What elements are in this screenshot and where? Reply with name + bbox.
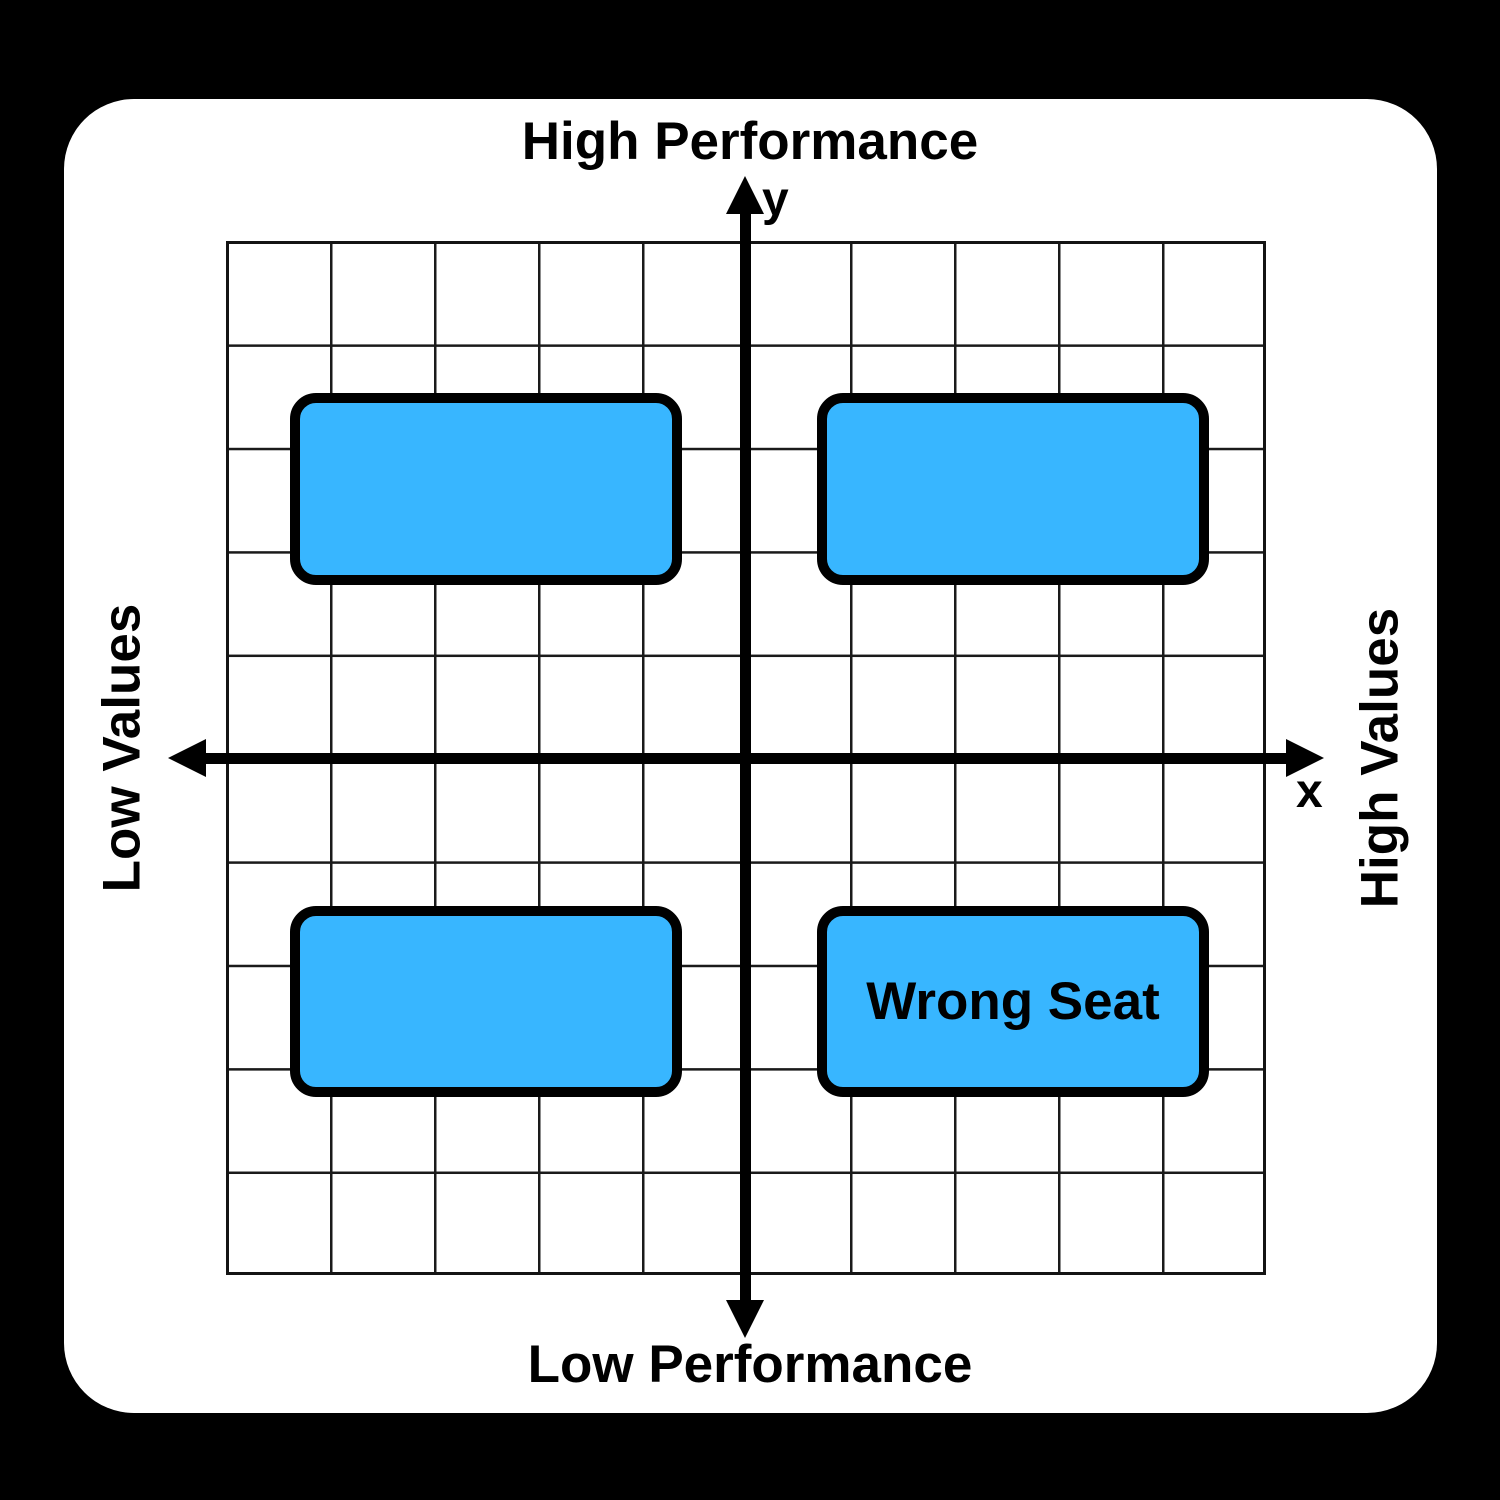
y-axis-letter: y bbox=[762, 173, 789, 226]
quadrant-box-top-right bbox=[817, 393, 1209, 585]
quadrant-box-bottom-left bbox=[290, 906, 682, 1097]
x-axis-left-arrow-icon bbox=[168, 739, 206, 777]
axis-label-high-performance: High Performance bbox=[521, 112, 979, 171]
axis-label-high-values: High Values bbox=[1350, 607, 1410, 909]
axis-label-low-values: Low Values bbox=[92, 603, 152, 893]
quadrant-box-wrong-seat: Wrong Seat bbox=[817, 906, 1209, 1097]
y-axis-down-arrow-icon bbox=[726, 1300, 764, 1338]
x-axis-right-arrow-icon bbox=[1286, 739, 1324, 777]
y-axis-line bbox=[740, 205, 751, 1310]
axis-label-low-performance: Low Performance bbox=[527, 1335, 973, 1394]
x-axis-letter: x bbox=[1296, 765, 1323, 818]
quadrant-box-top-left bbox=[290, 393, 682, 585]
y-axis-up-arrow-icon bbox=[726, 176, 764, 214]
